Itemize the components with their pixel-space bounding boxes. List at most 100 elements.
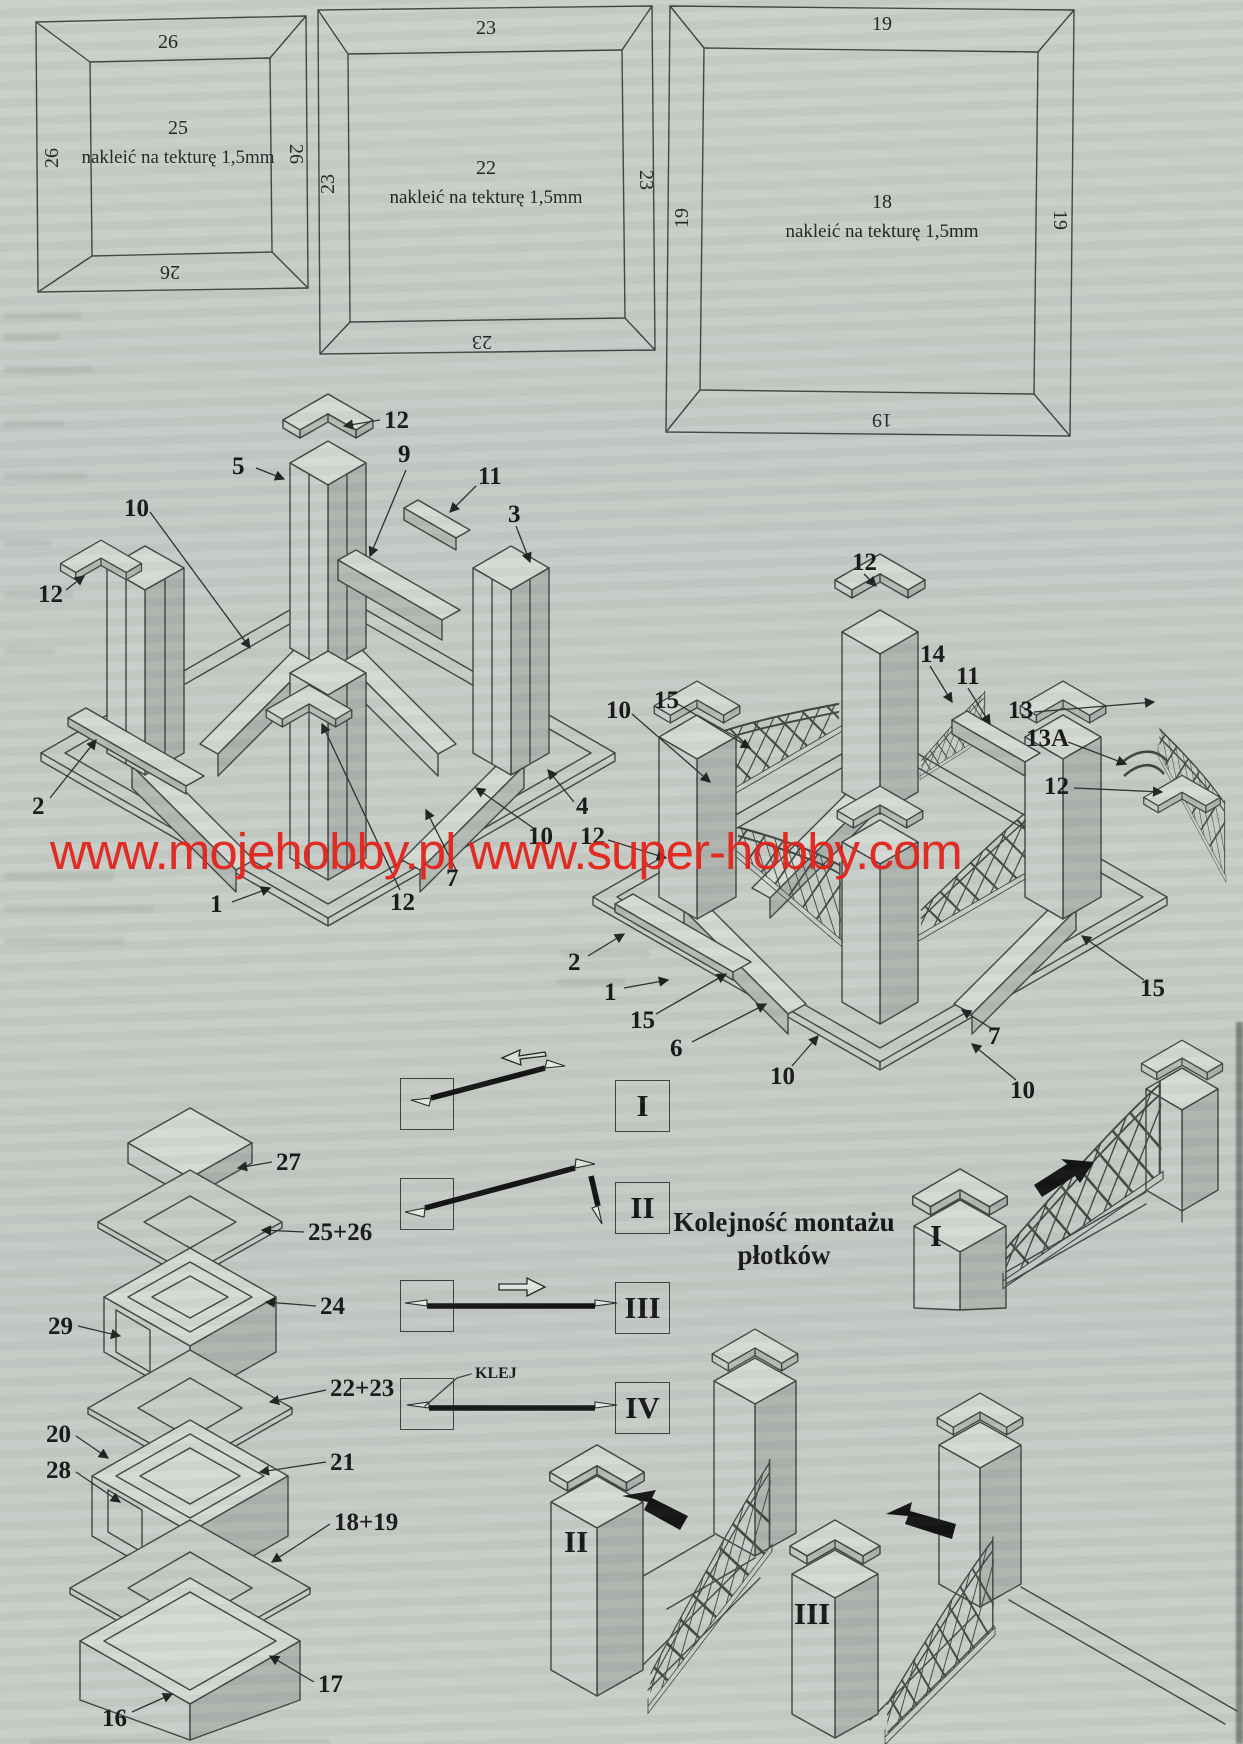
corner-post-left xyxy=(658,714,737,920)
svg-text:27: 27 xyxy=(276,1149,301,1176)
loose-fence-13 xyxy=(1143,634,1235,910)
svg-text:6: 6 xyxy=(670,1035,683,1062)
template-frame-22: 23 23 23 23 22 nakleić na tekturę 1,5mm xyxy=(317,5,657,355)
svg-text:15: 15 xyxy=(630,1007,655,1034)
corner-post-back xyxy=(841,609,919,815)
base-box-16-17 xyxy=(79,1577,301,1741)
step-numeral: I xyxy=(930,1218,942,1253)
pillar-left xyxy=(913,1199,1007,1311)
svg-text:10: 10 xyxy=(770,1063,795,1090)
frame-side-left: 23 xyxy=(317,174,339,194)
loose-cap-strip-11 xyxy=(403,499,471,551)
svg-text:18+19: 18+19 xyxy=(334,1509,398,1536)
frame-part-number: 25 xyxy=(168,117,188,139)
svg-text:17: 17 xyxy=(318,1671,343,1698)
svg-text:12: 12 xyxy=(390,889,415,916)
part-labels: 27 25+26 24 29 22+23 20 21 28 18+19 17 1… xyxy=(46,1149,398,1732)
svg-text:5: 5 xyxy=(232,453,245,480)
svg-text:7: 7 xyxy=(446,865,459,892)
svg-text:1: 1 xyxy=(604,979,617,1006)
svg-text:22+23: 22+23 xyxy=(330,1375,394,1402)
frame-side-right: 23 xyxy=(635,170,657,190)
plank-2 xyxy=(614,893,752,981)
svg-text:10: 10 xyxy=(1010,1077,1035,1104)
frame-side-bottom: 26 xyxy=(160,261,180,283)
step-3-diagram: III xyxy=(789,1392,1238,1744)
legend-square-blank-2 xyxy=(400,1178,454,1230)
svg-text:12: 12 xyxy=(580,823,605,850)
frame-note: nakleić na tekturę 1,5mm xyxy=(785,221,978,242)
svg-text:28: 28 xyxy=(46,1457,71,1484)
pillar-right xyxy=(1145,1067,1219,1212)
frame-side-bottom: 23 xyxy=(472,331,492,353)
svg-text:7: 7 xyxy=(988,1023,1001,1050)
svg-text:2: 2 xyxy=(568,949,581,976)
loose-cap-left xyxy=(59,539,143,581)
part-labels: 12 5 9 11 3 10 12 2 1 12 7 4 10 xyxy=(32,407,589,918)
frame-note: nakleić na tekturę 1,5mm xyxy=(81,147,274,168)
svg-text:15: 15 xyxy=(1140,975,1165,1002)
assembly-order-title: Kolejność montażu płotków xyxy=(638,1206,930,1272)
diagram-exploded-pillar: 27 25+26 24 29 22+23 20 21 28 18+19 17 1… xyxy=(46,1107,398,1741)
pin-step-4-glue: KLEJ xyxy=(406,1365,618,1411)
legend-numeral: I xyxy=(636,1088,649,1123)
svg-text:12: 12 xyxy=(1044,773,1069,800)
svg-text:4: 4 xyxy=(576,793,589,820)
direction-arrow xyxy=(1034,1159,1094,1197)
legend-square-numeral-1: I xyxy=(615,1080,670,1132)
svg-text:10: 10 xyxy=(606,697,631,724)
svg-text:10: 10 xyxy=(528,823,553,850)
frame-note: nakleić na tekturę 1,5mm xyxy=(389,187,582,208)
legend-square-blank-4 xyxy=(400,1378,454,1430)
svg-text:15: 15 xyxy=(654,687,679,714)
glue-label: KLEJ xyxy=(475,1365,517,1382)
loose-cap-back xyxy=(834,553,926,599)
pillar-right xyxy=(713,1357,797,1557)
svg-text:21: 21 xyxy=(330,1449,355,1476)
template-frame-25: 26 26 26 26 25 nakleić na tekturę 1,5mm xyxy=(35,15,309,293)
svg-text:24: 24 xyxy=(320,1293,346,1320)
loose-fence-13a xyxy=(1119,750,1169,777)
pillar-right xyxy=(938,1421,1022,1608)
svg-text:20: 20 xyxy=(46,1421,71,1448)
loose-cap-far-right xyxy=(1143,774,1221,814)
legend-numeral: IV xyxy=(625,1390,660,1425)
frame-side-top: 26 xyxy=(158,31,178,53)
svg-text:10: 10 xyxy=(124,495,149,522)
frame-side-right: 26 xyxy=(285,144,307,164)
pin-step-3 xyxy=(404,1276,618,1309)
loose-rail-9 xyxy=(337,549,461,641)
watermark-text: www.mojehobby.pl www.super-hobby.com xyxy=(50,823,963,880)
svg-text:1: 1 xyxy=(210,891,223,918)
svg-text:9: 9 xyxy=(398,441,411,468)
title-line-2: płotków xyxy=(737,1240,831,1270)
svg-text:2: 2 xyxy=(32,793,45,820)
pin-step-1 xyxy=(410,1048,566,1107)
svg-text:25+26: 25+26 xyxy=(308,1219,372,1246)
svg-text:11: 11 xyxy=(478,463,502,490)
svg-text:12: 12 xyxy=(38,581,63,608)
legend-square-numeral-3: III xyxy=(615,1282,670,1334)
svg-text:3: 3 xyxy=(508,501,521,528)
frame-side-bottom: 19 xyxy=(872,409,892,431)
frame-part-number: 22 xyxy=(476,157,496,179)
legend-numeral: III xyxy=(624,1290,661,1325)
frame-side-right: 19 xyxy=(1049,210,1071,230)
step-numeral: III xyxy=(794,1596,830,1631)
base-rails xyxy=(683,783,1077,1035)
legend-pins: KLEJ xyxy=(404,1048,618,1411)
template-frame-18: 19 19 19 19 18 nakleić na tekturę 1,5mm xyxy=(665,5,1075,437)
page-edge-shadow xyxy=(1236,1022,1243,1744)
svg-text:13A: 13A xyxy=(1026,725,1069,752)
corner-post-front xyxy=(841,819,919,1025)
loose-cap-strip-11 xyxy=(951,710,1041,777)
plank-2 xyxy=(67,707,205,795)
diagram-fence-assembly: 12 14 11 13 13A 12 10 15 12 2 1 15 6 xyxy=(568,549,1243,1104)
part-labels: 12 14 11 13 13A 12 10 15 12 2 1 15 6 xyxy=(568,549,1165,1104)
loose-cap-back xyxy=(282,393,374,439)
svg-text:16: 16 xyxy=(102,1705,127,1732)
frame-side-top: 23 xyxy=(476,17,496,39)
pin-step-2 xyxy=(404,1158,603,1225)
legend-square-numeral-4: IV xyxy=(615,1382,670,1434)
